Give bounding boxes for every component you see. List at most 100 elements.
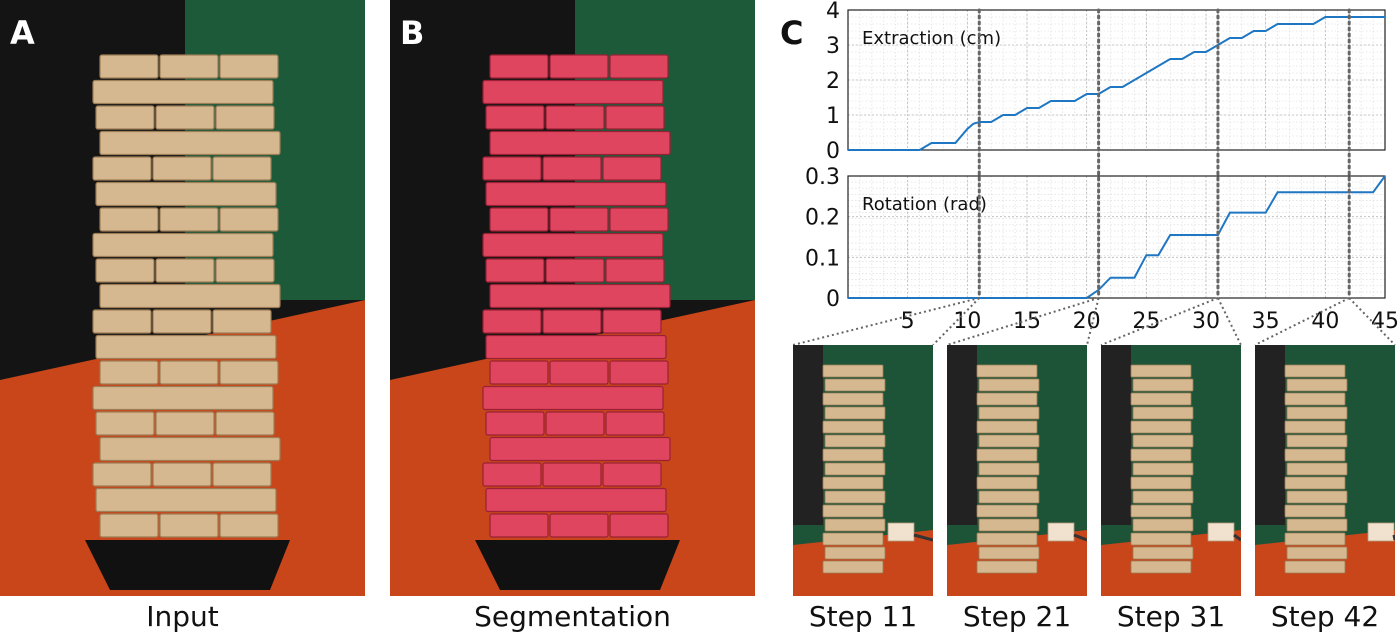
tower-block [92,156,152,181]
tower-block [489,513,549,538]
tower-block [609,360,669,385]
axes-frame [847,175,1386,299]
step-thumbnail [947,345,1087,596]
x-tick-label: 10 [953,309,981,334]
y-tick-label: 0 [826,139,840,164]
tower-block [542,309,602,334]
thumb-block [1286,518,1348,532]
thumb-block [822,504,884,518]
robot-probe [913,533,933,542]
tower-block [485,411,545,436]
pushed-block [1367,522,1395,542]
tower-block [92,309,152,334]
robot-probe [1392,534,1395,541]
tower-block [155,105,215,130]
tower-block [95,334,277,360]
thumb-block [1132,490,1194,504]
thumb-block [976,448,1038,462]
thumb-block [1284,532,1346,546]
step-thumbnail [1255,345,1395,596]
thumb-block [824,518,886,532]
panel-c-letter: C [780,14,804,52]
tower-block [609,54,669,79]
tower-block [602,462,662,487]
thumb-block [824,406,886,420]
thumb-block [1130,364,1192,378]
tower-block [95,181,277,207]
segmentation-photo [390,0,755,596]
step-caption: Step 11 [808,600,918,633]
thumb-block [1284,420,1346,434]
robot-probe [1073,533,1087,542]
series-line [848,175,1386,299]
thumb-block [1286,434,1348,448]
thumb-block [822,476,884,490]
tower-block [542,156,602,181]
thumb-block [1284,476,1346,490]
tower-block [489,130,671,156]
y-tick-label: 2 [826,69,840,94]
thumb-block [976,420,1038,434]
tower-block [482,385,664,411]
thumb-block [1284,504,1346,518]
step-connector [932,297,980,345]
pushed-block [887,522,915,542]
thumb-block [1130,392,1192,406]
series-line [848,16,1385,151]
thumb-block [1130,504,1192,518]
tower-block [92,79,274,105]
thumb-block [1284,392,1346,406]
thumb-block [1132,462,1194,476]
tower-block [155,411,215,436]
thumb-block [824,378,886,392]
tower-block [485,334,667,360]
tower-block [545,411,605,436]
tower-block [159,513,219,538]
tower-block [489,436,671,462]
tower-block [489,283,671,309]
thumb-block [978,434,1040,448]
thumb-block [976,364,1038,378]
tower-block [609,207,669,232]
pushed-block [1207,522,1235,542]
thumb-block [822,392,884,406]
tower-block [159,54,219,79]
tower-block [215,411,275,436]
thumb-block [1286,406,1348,420]
thumb-block [976,476,1038,490]
tower-block [152,462,212,487]
tower-block [92,232,274,258]
tower-block [99,54,159,79]
x-tick-label: 20 [1073,309,1101,334]
tower-block [99,436,281,462]
thumb-block [1286,490,1348,504]
tower-block [99,130,281,156]
tower-block [485,105,545,130]
thumb-background [1255,345,1285,525]
tower-block [159,207,219,232]
tower-block [99,283,281,309]
thumb-block [822,532,884,546]
thumb-block [1284,560,1346,574]
step-connector [1100,297,1219,345]
tower-block [95,487,277,513]
thumb-block [824,462,886,476]
y-tick-label: 3 [826,34,840,59]
tower-block [212,462,272,487]
tower-block [152,156,212,181]
thumb-block [824,490,886,504]
panel-a-caption: Input [146,600,219,633]
tower-block [489,207,549,232]
tower-block [152,309,212,334]
input-tower-image [0,0,365,596]
tower-block [549,513,609,538]
y-tick-label: 0.3 [805,165,840,190]
thumb-block [1130,476,1192,490]
tower-block [155,258,215,283]
tower-block [219,513,279,538]
thumb-block [978,462,1040,476]
thumb-background [793,345,823,525]
step-42-image [1255,345,1395,596]
thumb-block [976,560,1038,574]
